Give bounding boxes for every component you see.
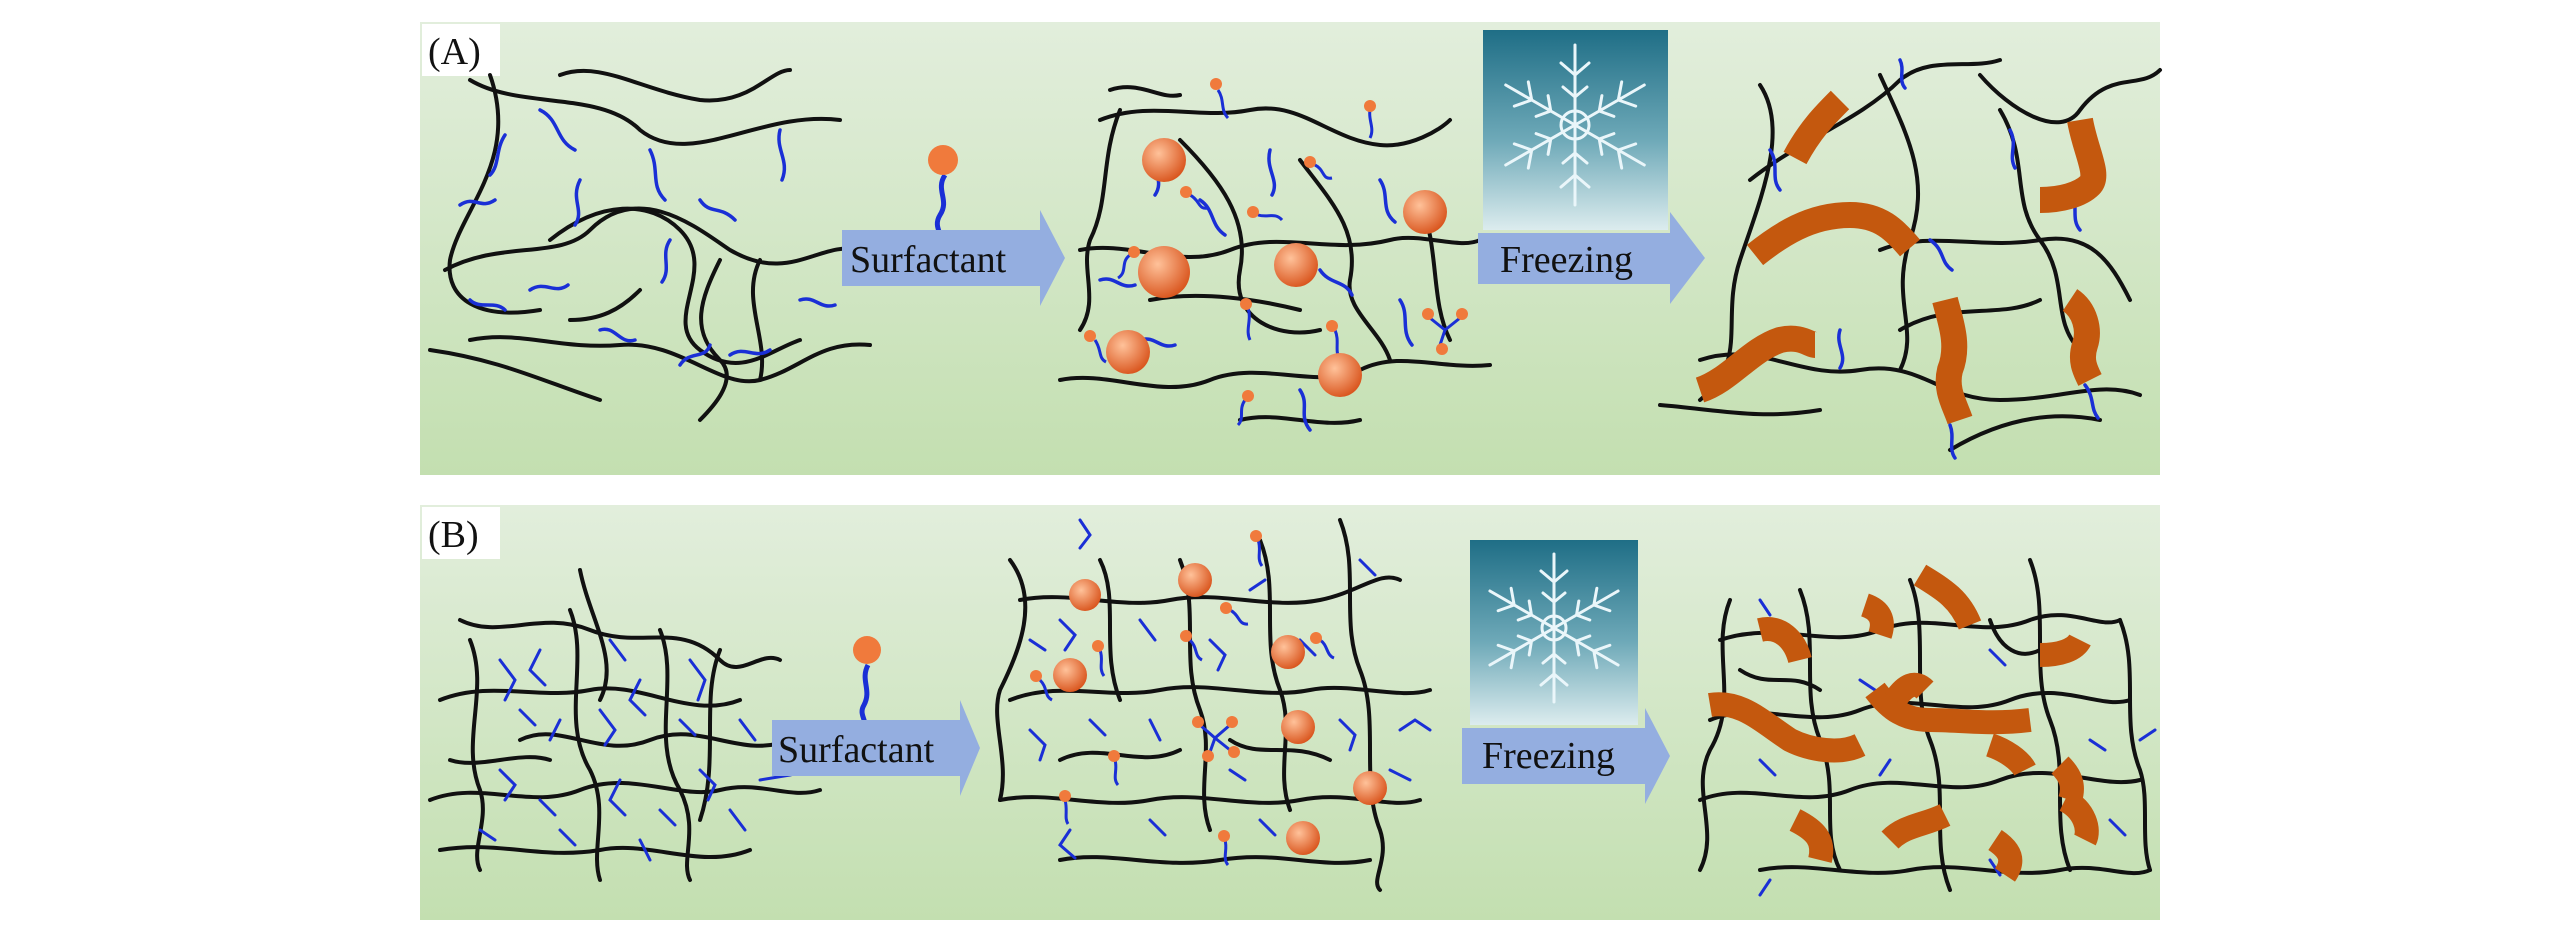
polymer-network-with-aggregates xyxy=(1698,558,2157,897)
polymer-network-sparse xyxy=(428,68,872,422)
polymer-network-with-aggregates xyxy=(1658,58,2162,460)
free-surfactants xyxy=(1030,530,1335,866)
panel-b: (B) xyxy=(420,505,2160,920)
polymer-network-with-micelles xyxy=(995,518,1432,892)
panel-a-label-box xyxy=(422,24,500,76)
process-arrow-icon xyxy=(772,700,980,796)
free-surfactants xyxy=(1084,78,1468,427)
surfactant-aggregates xyxy=(1695,90,2107,425)
freezing-arrow: Freezing xyxy=(1462,708,1670,804)
micelles xyxy=(1053,563,1387,855)
panel-a: (A) xyxy=(420,22,2162,475)
surfactant-label: Surfactant xyxy=(850,239,1007,281)
panel-b-label-box xyxy=(422,507,500,559)
panel-b-label: (B) xyxy=(428,514,479,556)
polymer-network-dense xyxy=(428,568,822,882)
surfactant-arrow: Surfactant xyxy=(842,210,1065,306)
freezing-label: Freezing xyxy=(1482,735,1615,777)
freezing-arrow: Freezing xyxy=(1478,212,1705,304)
process-arrow-icon xyxy=(1478,212,1705,304)
process-arrow-icon xyxy=(842,210,1065,306)
surfactant-arrow: Surfactant xyxy=(772,700,980,796)
micelles xyxy=(1106,138,1447,397)
freezing-label: Freezing xyxy=(1500,239,1633,281)
surfactant-label: Surfactant xyxy=(778,729,935,771)
panel-a-label: (A) xyxy=(428,31,481,73)
snowflake-icon xyxy=(1470,540,1638,725)
polymer-network-with-micelles xyxy=(1058,78,1492,432)
snowflake-icon xyxy=(1483,30,1668,230)
process-arrow-icon xyxy=(1462,708,1670,804)
surfactant-aggregates xyxy=(1708,564,2099,882)
